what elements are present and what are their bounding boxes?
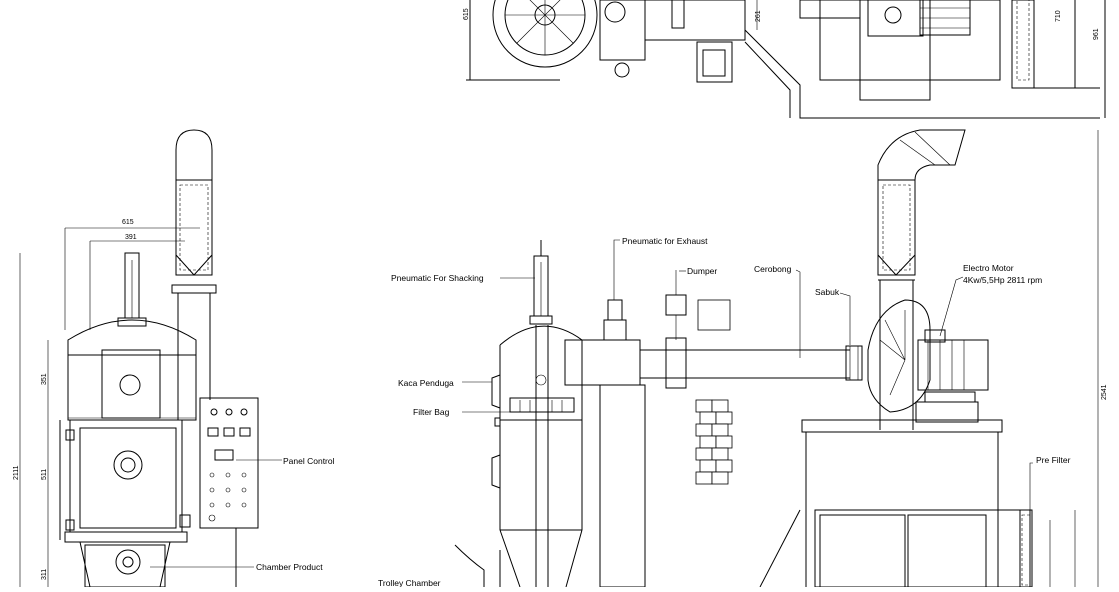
label-trolley-chamber: Trolley Chamber [378, 578, 441, 587]
label-pneumatic-shacking: Pneumatic For Shacking [391, 273, 484, 283]
dim-left-391: 391 [125, 234, 137, 241]
dim-top-961: 961 [1093, 28, 1100, 40]
dim-left-615: 615 [122, 219, 134, 226]
left-front-view: 615 391 2111 351 511 311 [13, 129, 282, 588]
label-sabuk: Sabuk [815, 287, 840, 297]
right-side-view: 2541 [759, 129, 1108, 588]
label-pre-filter: Pre Filter [1036, 455, 1071, 465]
dim-right-2541: 2541 [1101, 384, 1108, 400]
dim-top-615: 615 [463, 8, 470, 20]
label-panel-control: Panel Control [283, 456, 335, 466]
label-filter-bag: Filter Bag [413, 407, 450, 417]
label-motor-spec: 4Kw/5,5Hp 2811 rpm [963, 275, 1042, 285]
label-pneumatic-exhaust: Pneumatic for Exhaust [622, 236, 708, 246]
dim-left-351: 351 [41, 373, 48, 385]
label-electro-motor: Electro Motor [963, 263, 1014, 273]
center-side-view [454, 239, 851, 588]
dim-top-710: 710 [1055, 10, 1062, 22]
dim-left-311: 311 [41, 569, 48, 580]
dim-top-261: 261 [755, 10, 762, 22]
label-cerobong: Cerobong [754, 264, 792, 274]
dim-left-2111: 2111 [13, 465, 20, 480]
label-chamber-product: Chamber Product [256, 562, 323, 572]
dim-left-511: 511 [41, 469, 48, 480]
label-dumper: Dumper [687, 266, 717, 276]
top-plan-view: 615 261 710 961 [463, 0, 1106, 119]
label-kaca-penduga: Kaca Penduga [398, 378, 454, 388]
brick-wall [695, 399, 733, 485]
